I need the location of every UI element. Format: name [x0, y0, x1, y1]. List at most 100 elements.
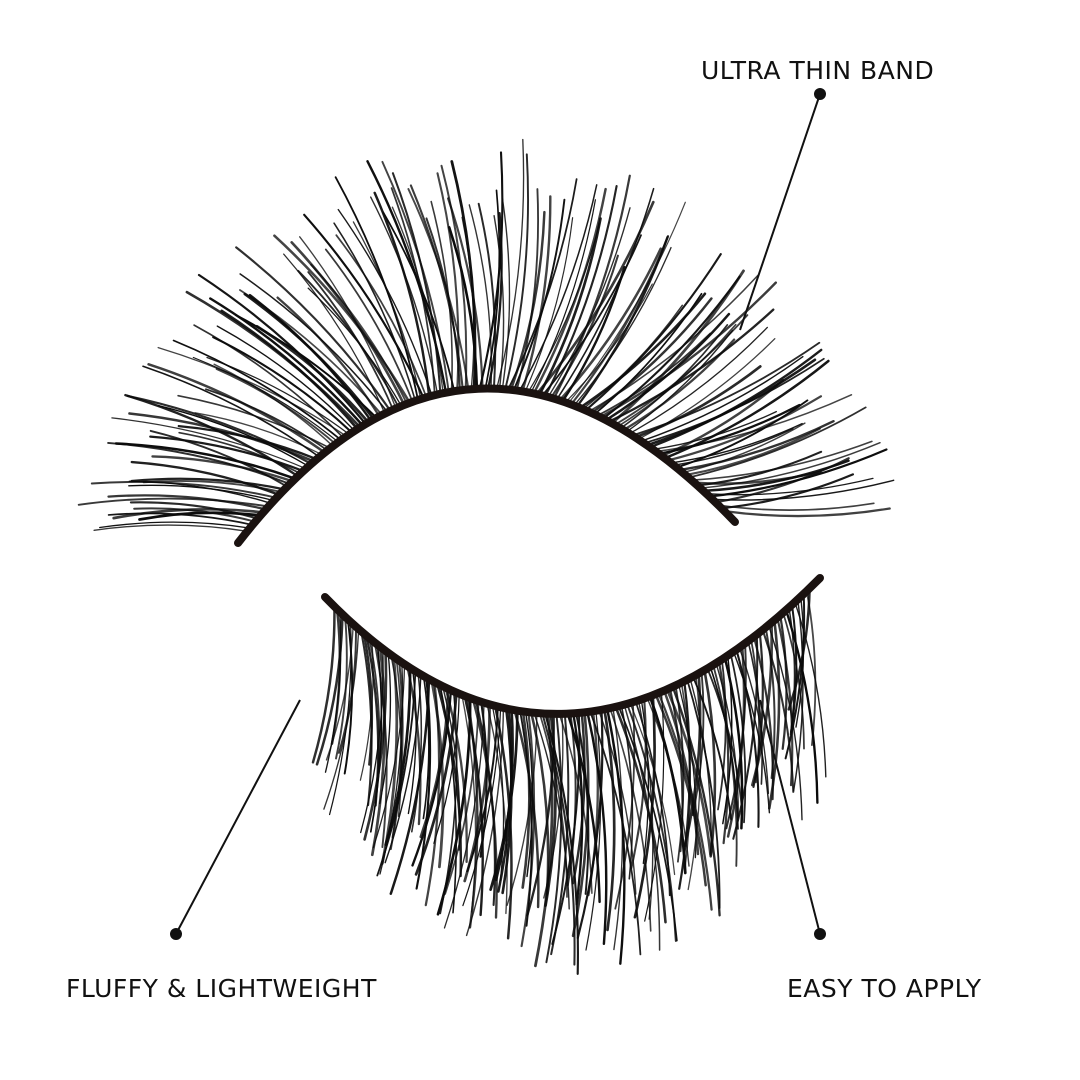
lash-fiber	[422, 675, 430, 820]
lash-fiber	[384, 666, 412, 847]
callout-fluffy-lightweight: FLUFFY & LIGHTWEIGHT	[66, 974, 377, 1003]
lash-fiber	[206, 356, 350, 436]
lash-fiber	[157, 405, 310, 467]
lash-fiber	[521, 195, 552, 393]
lash-fiber	[359, 639, 374, 781]
lash-fiber	[414, 691, 458, 876]
callout-fluffy-pointer	[170, 699, 301, 940]
lash-fiber	[465, 707, 505, 937]
lash-fiber	[711, 479, 895, 501]
lash-fiber	[671, 685, 721, 917]
lash-fiber	[324, 248, 414, 403]
lash-fiber	[551, 711, 581, 945]
lash-fiber	[389, 659, 404, 851]
lash-fiber	[335, 234, 428, 399]
lash-fiber	[633, 693, 656, 919]
lash-fiber	[468, 204, 492, 390]
lash-fiber	[666, 395, 823, 462]
lash-fiber	[586, 710, 608, 946]
lash-fiber	[593, 292, 703, 416]
lash-fiber	[381, 160, 450, 393]
callout-dot-icon	[814, 88, 826, 100]
upper-lash-band	[234, 384, 739, 547]
lash-fiber	[545, 712, 563, 964]
lash-fiber	[192, 356, 340, 443]
lash-fiber	[114, 442, 297, 480]
lash-fiber	[541, 234, 642, 397]
lash-fiber	[543, 713, 564, 899]
lash-fiber	[575, 235, 669, 408]
lash-fiber	[239, 289, 383, 416]
lash-fiber	[157, 346, 348, 437]
lash-fiber	[466, 705, 499, 873]
lash-fiber	[379, 652, 392, 805]
lash-fiber	[678, 680, 691, 890]
lash-fiber	[576, 708, 604, 939]
lash-fiber	[681, 422, 806, 474]
lash-fiber	[338, 625, 357, 754]
lash-fiber	[142, 479, 283, 494]
lash-fiber	[654, 692, 707, 887]
lash-fiber	[584, 253, 722, 412]
lash-fiber	[504, 153, 530, 391]
lash-fiber	[637, 338, 776, 440]
lash-fiber	[747, 640, 763, 785]
lash-fiber	[790, 603, 798, 733]
lash-fiber	[409, 184, 464, 392]
lash-fiber	[315, 613, 344, 766]
callout-easy-apply-pointer	[759, 699, 826, 940]
lash-fiber	[628, 326, 768, 435]
lash-fiber	[590, 297, 713, 415]
lash-fiber	[391, 172, 442, 395]
lash-fiber	[603, 707, 616, 932]
lash-fiber	[547, 207, 631, 398]
lash-fiber	[484, 189, 501, 390]
lash-fiber	[360, 648, 384, 834]
lash-fiber	[633, 365, 762, 439]
lash-fiber	[660, 378, 785, 458]
lash-fiber	[515, 188, 540, 392]
lash-fiber	[77, 497, 270, 508]
lash-fiber	[714, 457, 850, 504]
lash-fiber	[648, 348, 823, 449]
lash-fiber	[506, 712, 538, 906]
lash-fiber	[369, 643, 383, 833]
lash-fiber	[612, 706, 624, 951]
lash-fiber	[273, 234, 411, 405]
lash-fiber	[534, 712, 554, 968]
lash-fiber	[589, 710, 642, 956]
lash-fiber	[363, 649, 388, 841]
lash-fiber	[501, 198, 511, 390]
lash-fiber	[177, 424, 318, 461]
lash-fiber	[235, 314, 378, 419]
lash-fiber	[495, 138, 525, 390]
lash-fiber	[620, 704, 634, 880]
lash-fiber	[706, 667, 744, 813]
lash-fiber	[678, 419, 835, 472]
lash-fiber	[598, 281, 778, 419]
lash-fiber	[382, 211, 456, 392]
lash-fiber	[614, 701, 636, 910]
lash-fiber	[787, 587, 811, 711]
lash-fiber	[521, 710, 531, 889]
lash-fiber	[722, 654, 733, 825]
lash-fiber	[687, 406, 867, 479]
lash-fiber	[447, 226, 479, 391]
lash-fiber	[462, 706, 502, 907]
lash-fiber	[689, 677, 712, 854]
lash-fiber	[436, 172, 460, 392]
lash-fiber	[552, 174, 631, 400]
lash-fiber	[99, 521, 251, 529]
lash-fiber	[447, 197, 484, 390]
lash-fiber	[307, 287, 403, 407]
lash-fiber	[194, 412, 323, 456]
lash-fiber	[532, 187, 607, 395]
lash-fiber	[530, 199, 597, 394]
lash-fiber	[669, 422, 803, 464]
lash-fiber	[362, 632, 374, 766]
lash-fiber	[725, 642, 747, 830]
lash-fiber	[717, 660, 730, 845]
lash-fiber	[235, 246, 392, 412]
